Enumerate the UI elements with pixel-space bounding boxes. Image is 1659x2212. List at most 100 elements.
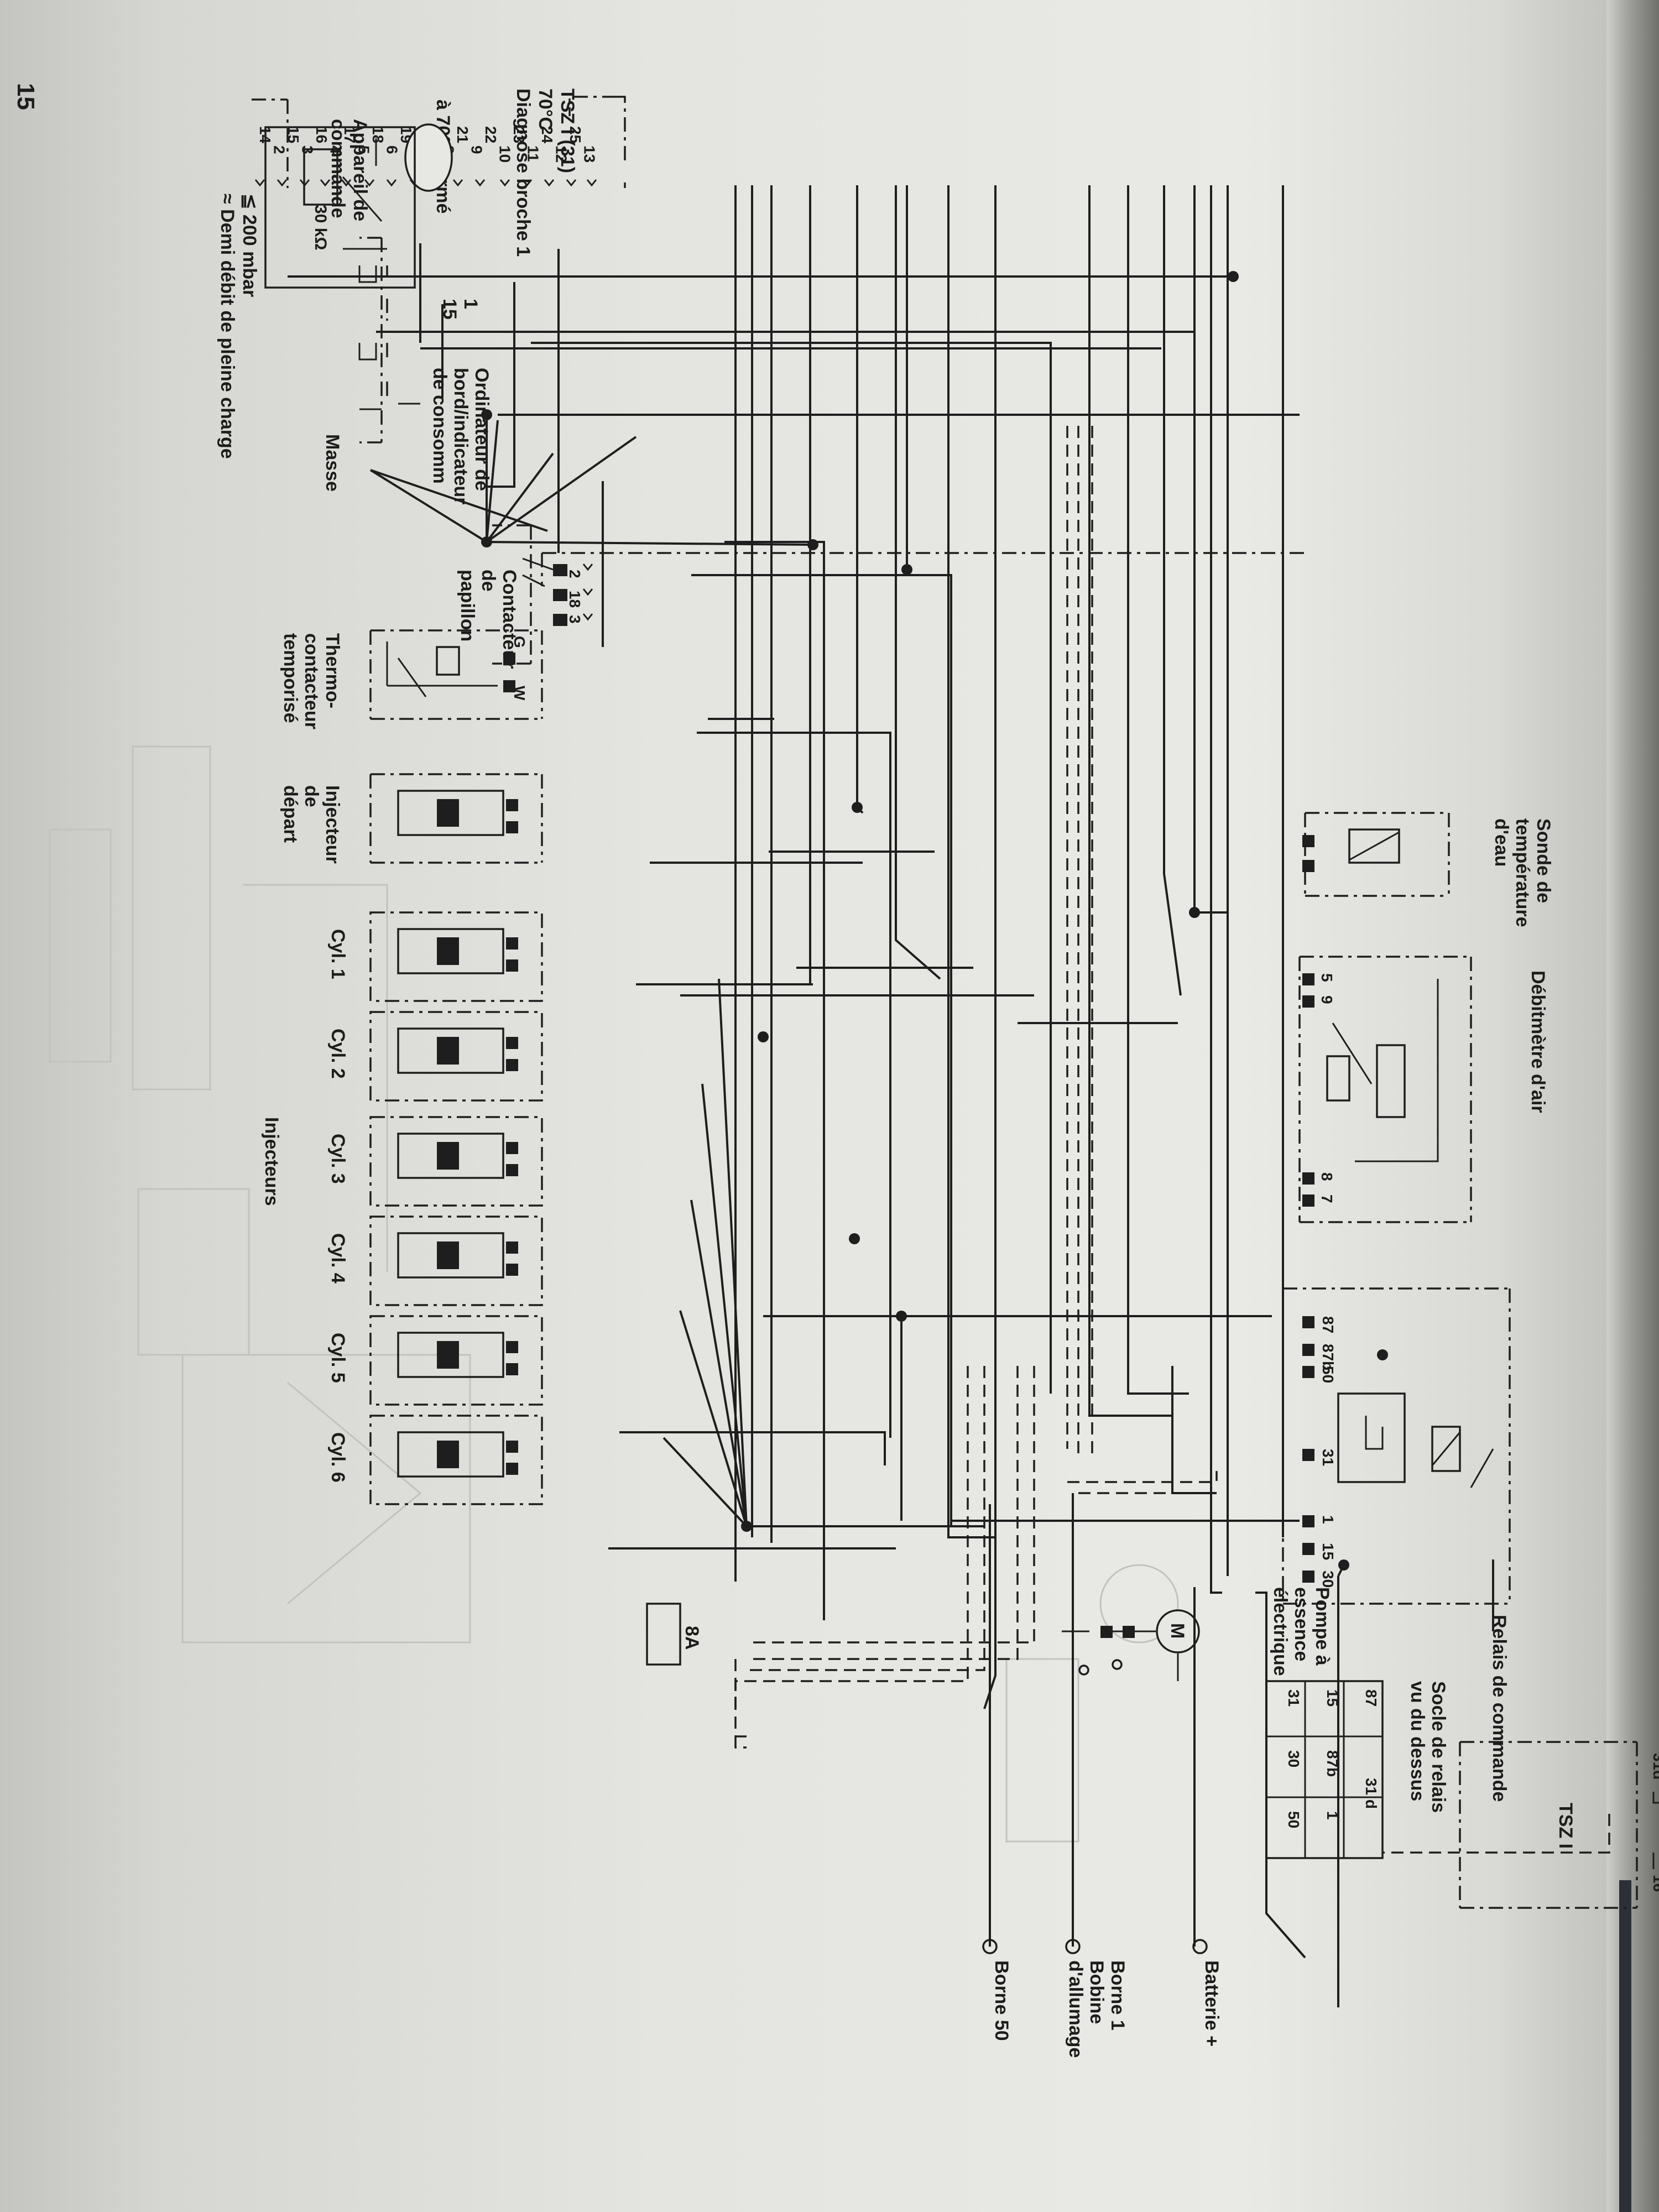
throttle-pin-3: 3 [566,615,583,624]
injector-body [397,1431,504,1478]
injector-coil [437,1037,459,1065]
injector-coil [437,1241,459,1269]
thermo-switch-title-2: contacteur [301,633,322,729]
ecu-pin-5: 5 [356,145,373,154]
thermo-switch-title-1: Thermo- [322,633,343,708]
ecu-pin-6: 6 [384,145,401,154]
relay-pin-30: 30 [1319,1571,1337,1588]
relay-socket: Socle de relais vu du dessus 87 31 d 15 87b… [1265,1680,1449,1859]
relay-pin-15: 15 [1319,1543,1337,1560]
relay-socket-title-1: Socle de relais [1428,1681,1449,1813]
onboard-computer-pin-1: 1 [460,299,481,309]
socket-cell-1-1: 87b [1324,1750,1341,1777]
throttle-pin-2: 2 [566,570,583,578]
injector-cyl-2 [369,1011,543,1102]
onboard-computer-title-1: Ordinateur de [471,368,492,491]
fuel-pump-title-3: électrique [1270,1587,1291,1676]
air-flow-meter: Débitmètre d'air 5 9 8 7 [1298,956,1548,1223]
onboard-computer-title-2: bord/indicateur [450,368,471,504]
relay-pin-50: 50 [1319,1366,1337,1383]
injector-pin [506,1363,518,1375]
injector-cyl-4 [369,1215,543,1306]
ecu-pin-11: 11 [525,145,542,162]
borne50-terminal: Borne 50 [991,1960,1012,2041]
socket-cell-0-0: 87 [1363,1689,1380,1707]
tszi31-label: TSZ I (31) [557,88,578,173]
relay-pin-block-15 [1302,1543,1314,1555]
start-injector-title-3: départ [280,785,301,843]
ecu-pin-22: 22 [482,126,499,143]
injector-coil [437,1341,459,1369]
ecu-pin-15: 15 [285,126,302,143]
injector-cyl-1 [369,911,543,1002]
injector-label-cyl-2: Cyl. 2 [327,1029,348,1079]
tszi-title: TSZ I [1555,1803,1576,1849]
injector-pin [506,1142,518,1154]
ecu-pin-9: 9 [468,145,486,154]
water-temp-title-3: d'eau [1491,818,1512,867]
fuel-pump: Pompe à essence électrique M 8A [646,1587,1333,1714]
injector-label-cyl-3: Cyl. 3 [327,1134,348,1184]
socket-cell-2-2: 50 [1285,1811,1302,1828]
start-injector: Injecteur de départ [280,773,543,864]
relay-pin-block-50 [1302,1366,1314,1378]
start-injector-title-1: Injecteur [322,785,343,864]
injector-cyl-5 [369,1315,543,1406]
injectors-title: Injecteurs [261,1117,282,1206]
throttle-pin-18: 18 [566,591,583,608]
injector-body [397,1332,504,1378]
ecu-pin-25: 25 [567,126,584,143]
temp-label: 70°C [535,88,556,131]
fuel-pump-title-2: essence [1291,1587,1312,1661]
injector-frame [369,1215,543,1306]
thermo-switch: Thermo- contacteur temporisé G W [280,629,543,729]
ecu-pin-16: 16 [313,126,330,143]
injector-coil [437,1441,459,1468]
injector-body [397,1133,504,1179]
left-labels: TSZ I (31) 70°C Diagnose broche 1 à 70°C… [217,88,604,647]
ecu-pin-24: 24 [539,126,556,144]
injector-pin [506,1037,518,1049]
injector-cyl-3 [369,1116,543,1207]
socket-cell-1-0: 15 [1324,1689,1341,1707]
ecu-pin-10: 10 [497,145,514,163]
coil-terminal-2: Bobine [1086,1960,1107,2024]
relay-pin-block-1 [1302,1515,1314,1527]
socket-cell-0-1: 31 d [1363,1778,1380,1809]
ecu-pin-21: 21 [454,126,471,143]
onboard-computer-pin-15: 15 [439,299,460,320]
injector-frame [369,1011,543,1102]
throttle-switch-title-2: de [478,570,499,592]
ecu-pin-12: 12 [553,145,570,163]
injector-pin [506,1059,518,1071]
injector-coil [437,937,459,965]
relay-pin-block-30 [1302,1571,1314,1583]
throttle-switch: Contacteur de papillon 2 18 3 [457,524,1305,669]
afm-pin-8: 8 [1318,1172,1335,1181]
injector-label-cyl-6: Cyl. 6 [327,1432,348,1483]
page-fold-shadow [1606,0,1659,2212]
injector-frame [369,1116,543,1207]
injector-pin [506,959,518,972]
battery-terminal: Batterie + [1201,1960,1222,2047]
ecu-pin-17: 17 [341,126,358,143]
ecu-pin-2: 2 [271,145,288,154]
injector-pin [506,1441,518,1453]
injector-frame [369,1315,543,1406]
control-relay-title: Relais de commande [1489,1615,1510,1802]
air-flow-title: Débitmètre d'air [1527,971,1548,1113]
afm-pin-5: 5 [1318,973,1335,982]
fuel-pump-title-1: Pompe à [1312,1587,1333,1666]
injector-label-cyl-4: Cyl. 4 [327,1233,348,1284]
injector-body [397,928,504,974]
start-injector-title-2: de [301,785,322,807]
resistor-label: 30 kΩ [311,205,330,250]
tszi-pin-31d: 31d [1650,1753,1659,1780]
tszi-pin-16: 16 [1650,1875,1659,1892]
afm-pin-9: 9 [1318,995,1335,1004]
afm-pin-7: 7 [1318,1194,1335,1203]
junction-dots [481,271,1388,1571]
relay-socket-title-2: vu du dessus [1407,1681,1428,1801]
